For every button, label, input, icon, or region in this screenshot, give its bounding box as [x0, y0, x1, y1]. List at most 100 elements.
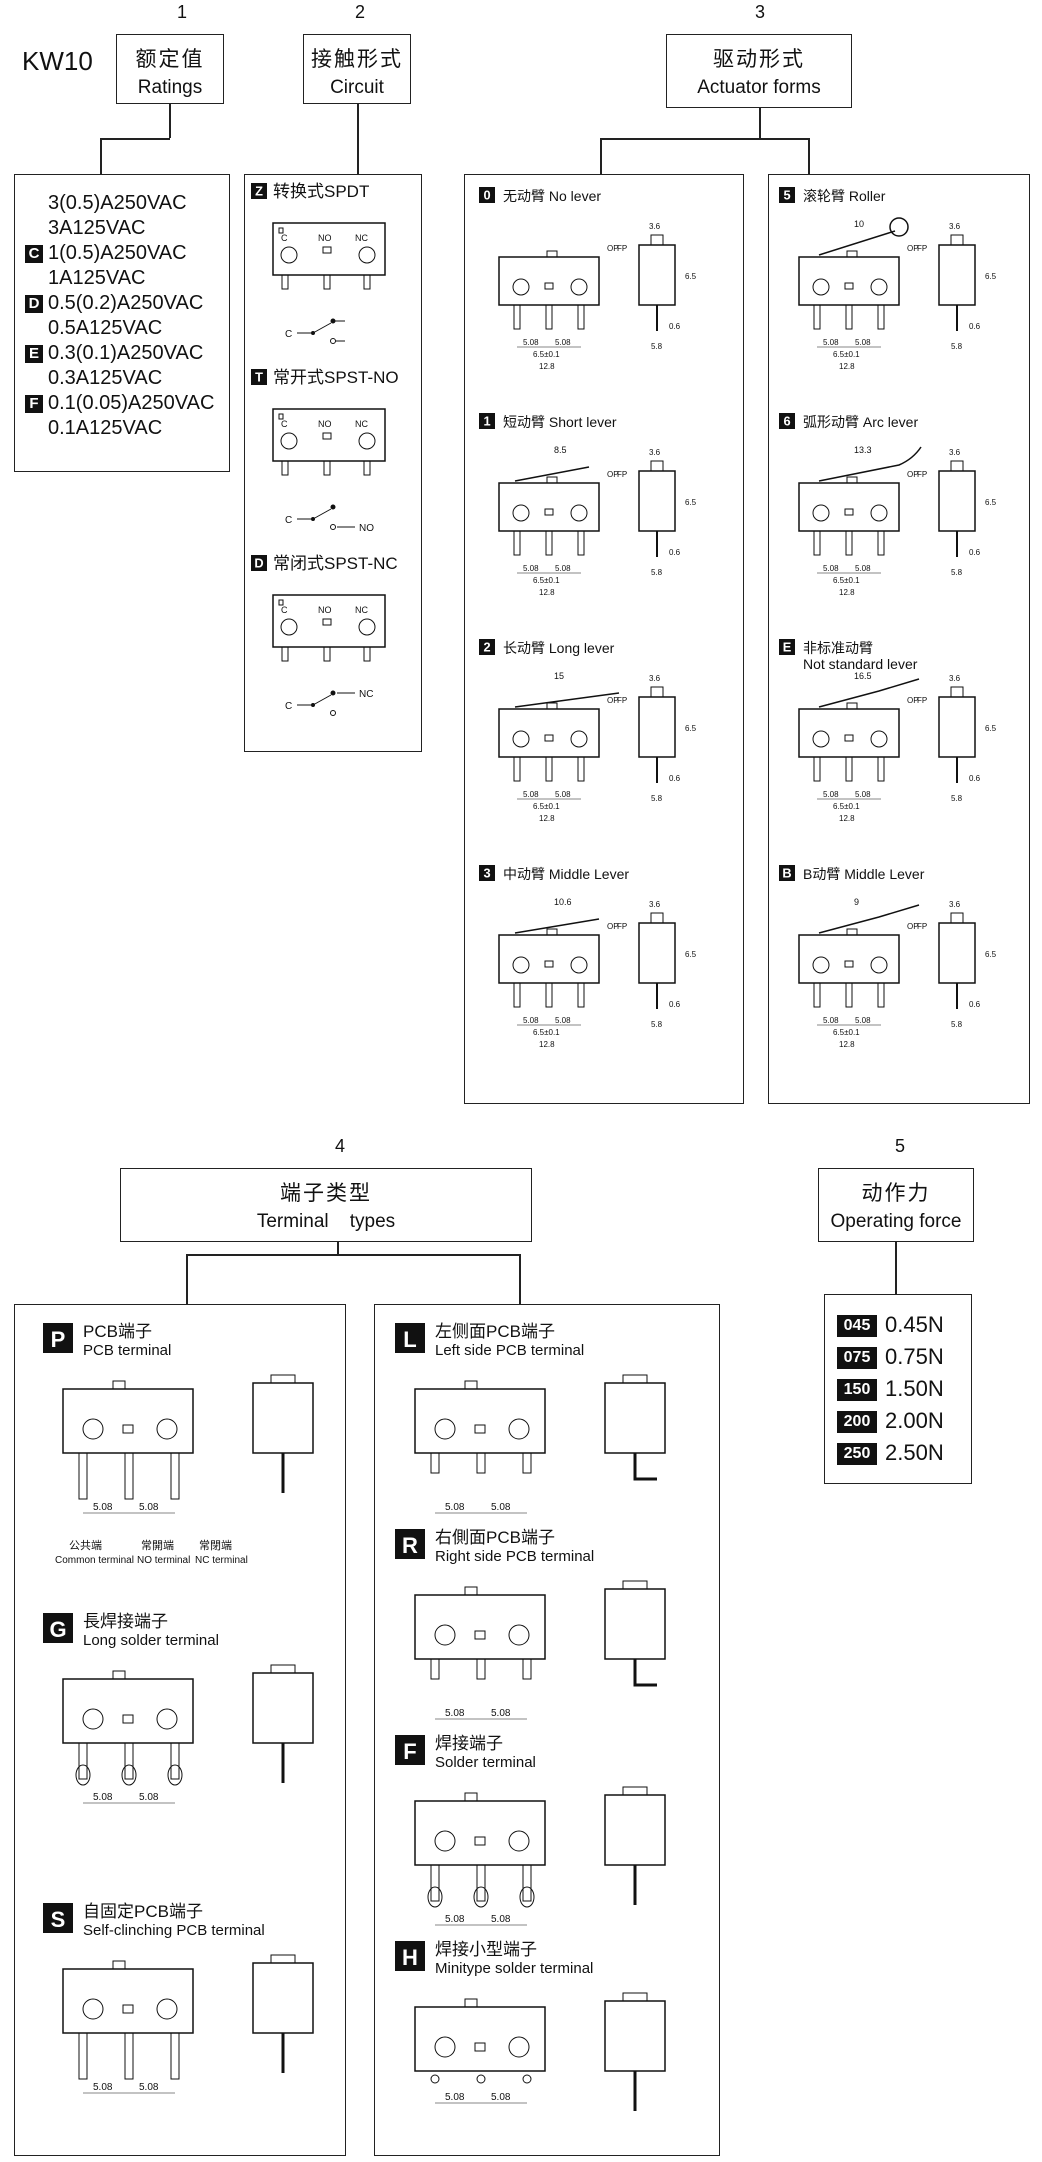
side-view-body [638, 244, 676, 306]
circuit-badge [251, 369, 267, 385]
mount-hole [156, 1418, 178, 1440]
rating-line-1: 3(0.5)A250VAC [25, 191, 214, 216]
schematic-node [330, 338, 336, 344]
mount-hole [812, 278, 830, 296]
mount-hole [280, 432, 298, 450]
pcb-no-cn: 常開端 [141, 1539, 174, 1552]
side-view-body [604, 1794, 666, 1866]
dim-thickness: 0.6 [969, 774, 981, 783]
actuator-badge [479, 865, 495, 881]
dim-base: 5.8 [951, 794, 963, 803]
actuator-badge-text: 2 [483, 639, 490, 654]
pin-label-c: C [281, 233, 288, 243]
terminal-code-badge [395, 1941, 425, 1971]
force-value: 0.75N [885, 1344, 944, 1369]
center-mark [844, 734, 854, 742]
dim-pitch: 5.08 [855, 1016, 871, 1025]
dim-base: 5.8 [651, 794, 663, 803]
actuator-header-en: Actuator forms [697, 77, 821, 98]
force-header-en: Operating force [830, 1211, 962, 1232]
dim-pitch: 5.08 [555, 564, 571, 573]
mount-hole [434, 2036, 456, 2058]
circuit-header-cn: 接触形式 [311, 48, 403, 71]
actuator-badge-text: 6 [783, 413, 790, 428]
force-value: 2.50N [885, 1440, 944, 1465]
force-code-badge: 150 [837, 1379, 877, 1402]
dim-pitch: 5.08 [555, 338, 571, 347]
dim-fp: FP [917, 922, 927, 931]
dim-width: 3.6 [649, 674, 661, 683]
terminal-name-cn: 左侧面PCB端子 [435, 1322, 555, 1341]
dim-width: 3.6 [649, 448, 661, 457]
lever-arm [818, 446, 922, 482]
dim-base: 5.8 [951, 342, 963, 351]
terminal-code-badge-text: R [402, 1533, 418, 1558]
dim-width: 3.6 [949, 448, 961, 457]
pin-label-no: NO [318, 419, 332, 429]
pin-label-c: C [281, 419, 288, 429]
actuator-badge [779, 865, 795, 881]
actuator-badge-text: B [782, 865, 791, 880]
side-view-body [604, 1382, 666, 1454]
terminal-name-cn: 長焊接端子 [83, 1612, 168, 1631]
center-mark [474, 1836, 486, 1846]
plunger [112, 1380, 126, 1390]
plunger [464, 1380, 478, 1390]
terminal-pin [476, 2074, 486, 2084]
terminal-code-badge [43, 1323, 73, 1353]
dim-fp: FP [917, 470, 927, 479]
center-mark [474, 1630, 486, 1640]
schematic-node [330, 318, 336, 324]
force-header: 动作力 Operating force [818, 1168, 974, 1242]
section-number-2: 2 [354, 2, 365, 22]
side-view-body [638, 696, 676, 758]
section-number-5: 5 [894, 1136, 905, 1156]
mount-hole [508, 1418, 530, 1440]
side-view-body [604, 1588, 666, 1660]
rating-value-125vac: 1A125VAC [48, 267, 146, 289]
dim-length: 12.8 [539, 588, 555, 597]
dim-pitch: 5.08 [523, 790, 539, 799]
dim-pitch: 5.08 [491, 1708, 511, 1719]
mount-hole [870, 730, 888, 748]
dim-spacing: 6.5±0.1 [533, 576, 560, 585]
mount-hole [512, 956, 530, 974]
plunger [546, 702, 558, 710]
lever-length-dim: 8.5 [554, 445, 567, 455]
actuator-badge [479, 413, 495, 429]
schematic-label-c: C [285, 701, 292, 712]
terminal-pin [476, 1864, 486, 1902]
actuator-badge [779, 413, 795, 429]
terminal-pin [170, 1742, 180, 1780]
plunger [846, 250, 858, 258]
terminal-pin [522, 1658, 532, 1680]
schematic-node [330, 710, 336, 716]
lever-arm [818, 230, 896, 256]
terminal-pin [170, 2032, 180, 2080]
terminal-pin [124, 1452, 134, 1500]
switch-center-mark [322, 432, 332, 440]
dim-thickness: 0.6 [969, 1000, 981, 1009]
terminal-name-en: Self-clinching PCB terminal [83, 1922, 265, 1939]
dim-pitch: 5.08 [523, 1016, 539, 1025]
schematic-contact [312, 508, 332, 520]
lever-arm [818, 904, 920, 934]
dim-op: OP [907, 922, 919, 931]
mount-hole [508, 2036, 530, 2058]
solder-eyelet [121, 1764, 137, 1786]
dim-height: 6.5 [685, 950, 697, 959]
center-mark [544, 734, 554, 742]
dim-length: 12.8 [839, 814, 855, 823]
